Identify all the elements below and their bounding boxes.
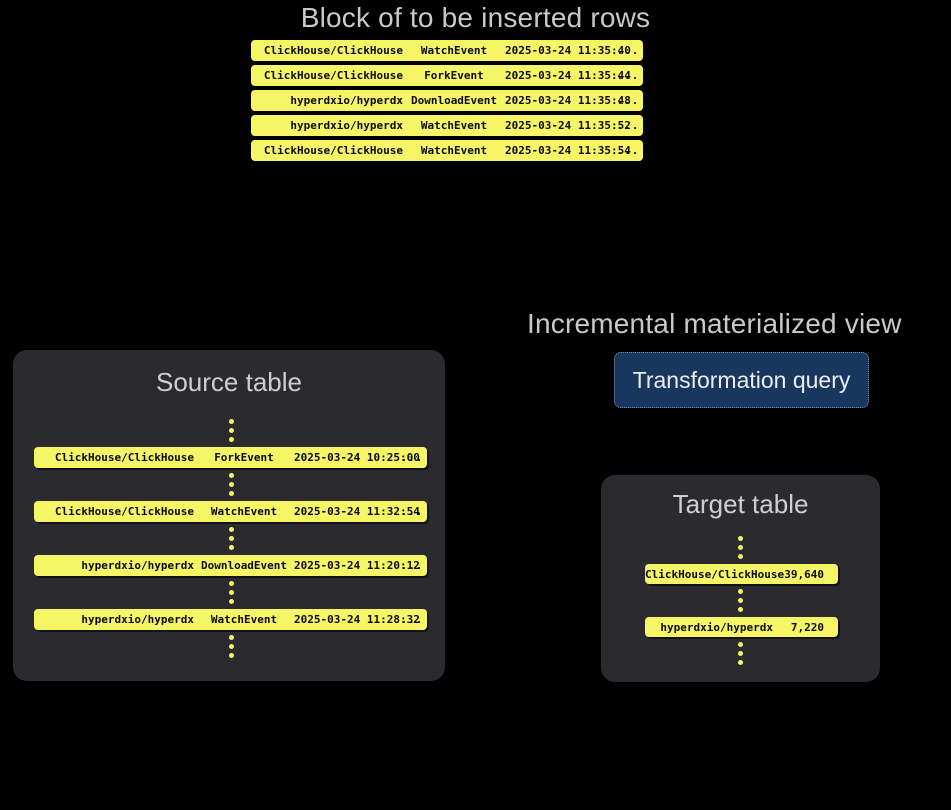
block-title: Block of to be inserted rows [300,2,651,33]
row-count: 39,640 [784,567,824,581]
vertical-dots-icon [601,584,880,617]
row-timestamp: 2025-03-24 11:35:52 [505,119,631,132]
block-row[interactable]: hyperdxio/hyperdx DownloadEvent 2025-03-… [251,90,643,111]
transformation-query-box[interactable]: Transformation query [614,352,869,408]
row-timestamp: 2025-03-24 10:25:00 [294,451,420,464]
row-event: ForkEvent [424,69,484,82]
materialized-view-title: Incremental materialized view [527,308,902,339]
vertical-dots-icon [13,630,445,663]
row-event: WatchEvent [210,505,278,518]
row-repo: hyperdxio/hyperdx [81,559,194,572]
source-table-row[interactable]: ClickHouse/ClickHouse ForkEvent 2025-03-… [34,447,427,468]
block-row-list: ClickHouse/ClickHouse WatchEvent 2025-03… [251,40,643,165]
target-table-row[interactable]: ClickHouse/ClickHouse 39,640 [645,564,838,584]
row-repo: ClickHouse/ClickHouse [263,144,403,157]
row-ellipsis: ... [616,69,640,82]
source-table-row-list: ClickHouse/ClickHouse ForkEvent 2025-03-… [13,414,445,663]
row-event: WatchEvent [210,613,278,626]
row-timestamp: 2025-03-24 11:35:40 [505,44,631,57]
row-timestamp: 2025-03-24 11:32:54 [294,505,420,518]
source-table-card: Source table ClickHouse/ClickHouse ForkE… [13,350,445,681]
row-timestamp: 2025-03-24 11:20:12 [294,559,420,572]
row-ellipsis: ... [400,559,424,572]
row-event: WatchEvent [420,119,488,132]
row-event: DownloadEvent [200,559,288,572]
row-repo: hyperdxio/hyperdx [290,94,403,107]
block-row[interactable]: ClickHouse/ClickHouse ForkEvent 2025-03-… [251,65,643,86]
block-row[interactable]: ClickHouse/ClickHouse WatchEvent 2025-03… [251,40,643,61]
row-timestamp: 2025-03-24 11:28:32 [294,613,420,626]
row-repo: hyperdxio/hyperdx [290,119,403,132]
block-row[interactable]: hyperdxio/hyperdx WatchEvent 2025-03-24 … [251,115,643,136]
transformation-query-label: Transformation query [632,366,851,393]
vertical-dots-icon [13,522,445,555]
target-table-title: Target table [672,489,809,519]
row-timestamp: 2025-03-24 11:35:48 [505,94,631,107]
row-ellipsis: ... [616,94,640,107]
row-repo: ClickHouse/ClickHouse [54,451,194,464]
row-repo: hyperdxio/hyperdx [660,620,773,634]
vertical-dots-icon [13,414,445,447]
row-ellipsis: ... [616,144,640,157]
block-row[interactable]: ClickHouse/ClickHouse WatchEvent 2025-03… [251,140,643,161]
target-table-row[interactable]: hyperdxio/hyperdx 7,220 [645,617,838,637]
vertical-dots-icon [601,531,880,564]
row-ellipsis: ... [400,613,424,626]
row-repo: ClickHouse/ClickHouse [54,505,194,518]
row-ellipsis: ... [616,119,640,132]
source-table-title: Source table [156,367,302,397]
row-count: 7,220 [790,620,824,634]
row-event: DownloadEvent [410,94,498,107]
row-ellipsis: ... [616,44,640,57]
source-table-row[interactable]: hyperdxio/hyperdx DownloadEvent 2025-03-… [34,555,427,576]
target-table-card: Target table ClickHouse/ClickHouse 39,64… [601,475,880,682]
row-event: WatchEvent [420,144,488,157]
vertical-dots-icon [13,468,445,501]
row-event: WatchEvent [420,44,488,57]
source-table-row[interactable]: hyperdxio/hyperdx WatchEvent 2025-03-24 … [34,609,427,630]
vertical-dots-icon [13,576,445,609]
row-ellipsis: ... [400,505,424,518]
row-repo: ClickHouse/ClickHouse [263,69,403,82]
source-table-row[interactable]: ClickHouse/ClickHouse WatchEvent 2025-03… [34,501,427,522]
row-repo: hyperdxio/hyperdx [81,613,194,626]
row-repo: ClickHouse/ClickHouse [263,44,403,57]
row-event: ForkEvent [214,451,274,464]
vertical-dots-icon [601,637,880,670]
row-repo: ClickHouse/ClickHouse [645,567,785,581]
row-ellipsis: ... [400,451,424,464]
row-timestamp: 2025-03-24 11:35:44 [505,69,631,82]
target-table-row-list: ClickHouse/ClickHouse 39,640 hyperdxio/h… [601,531,880,670]
row-timestamp: 2025-03-24 11:35:54 [505,144,631,157]
